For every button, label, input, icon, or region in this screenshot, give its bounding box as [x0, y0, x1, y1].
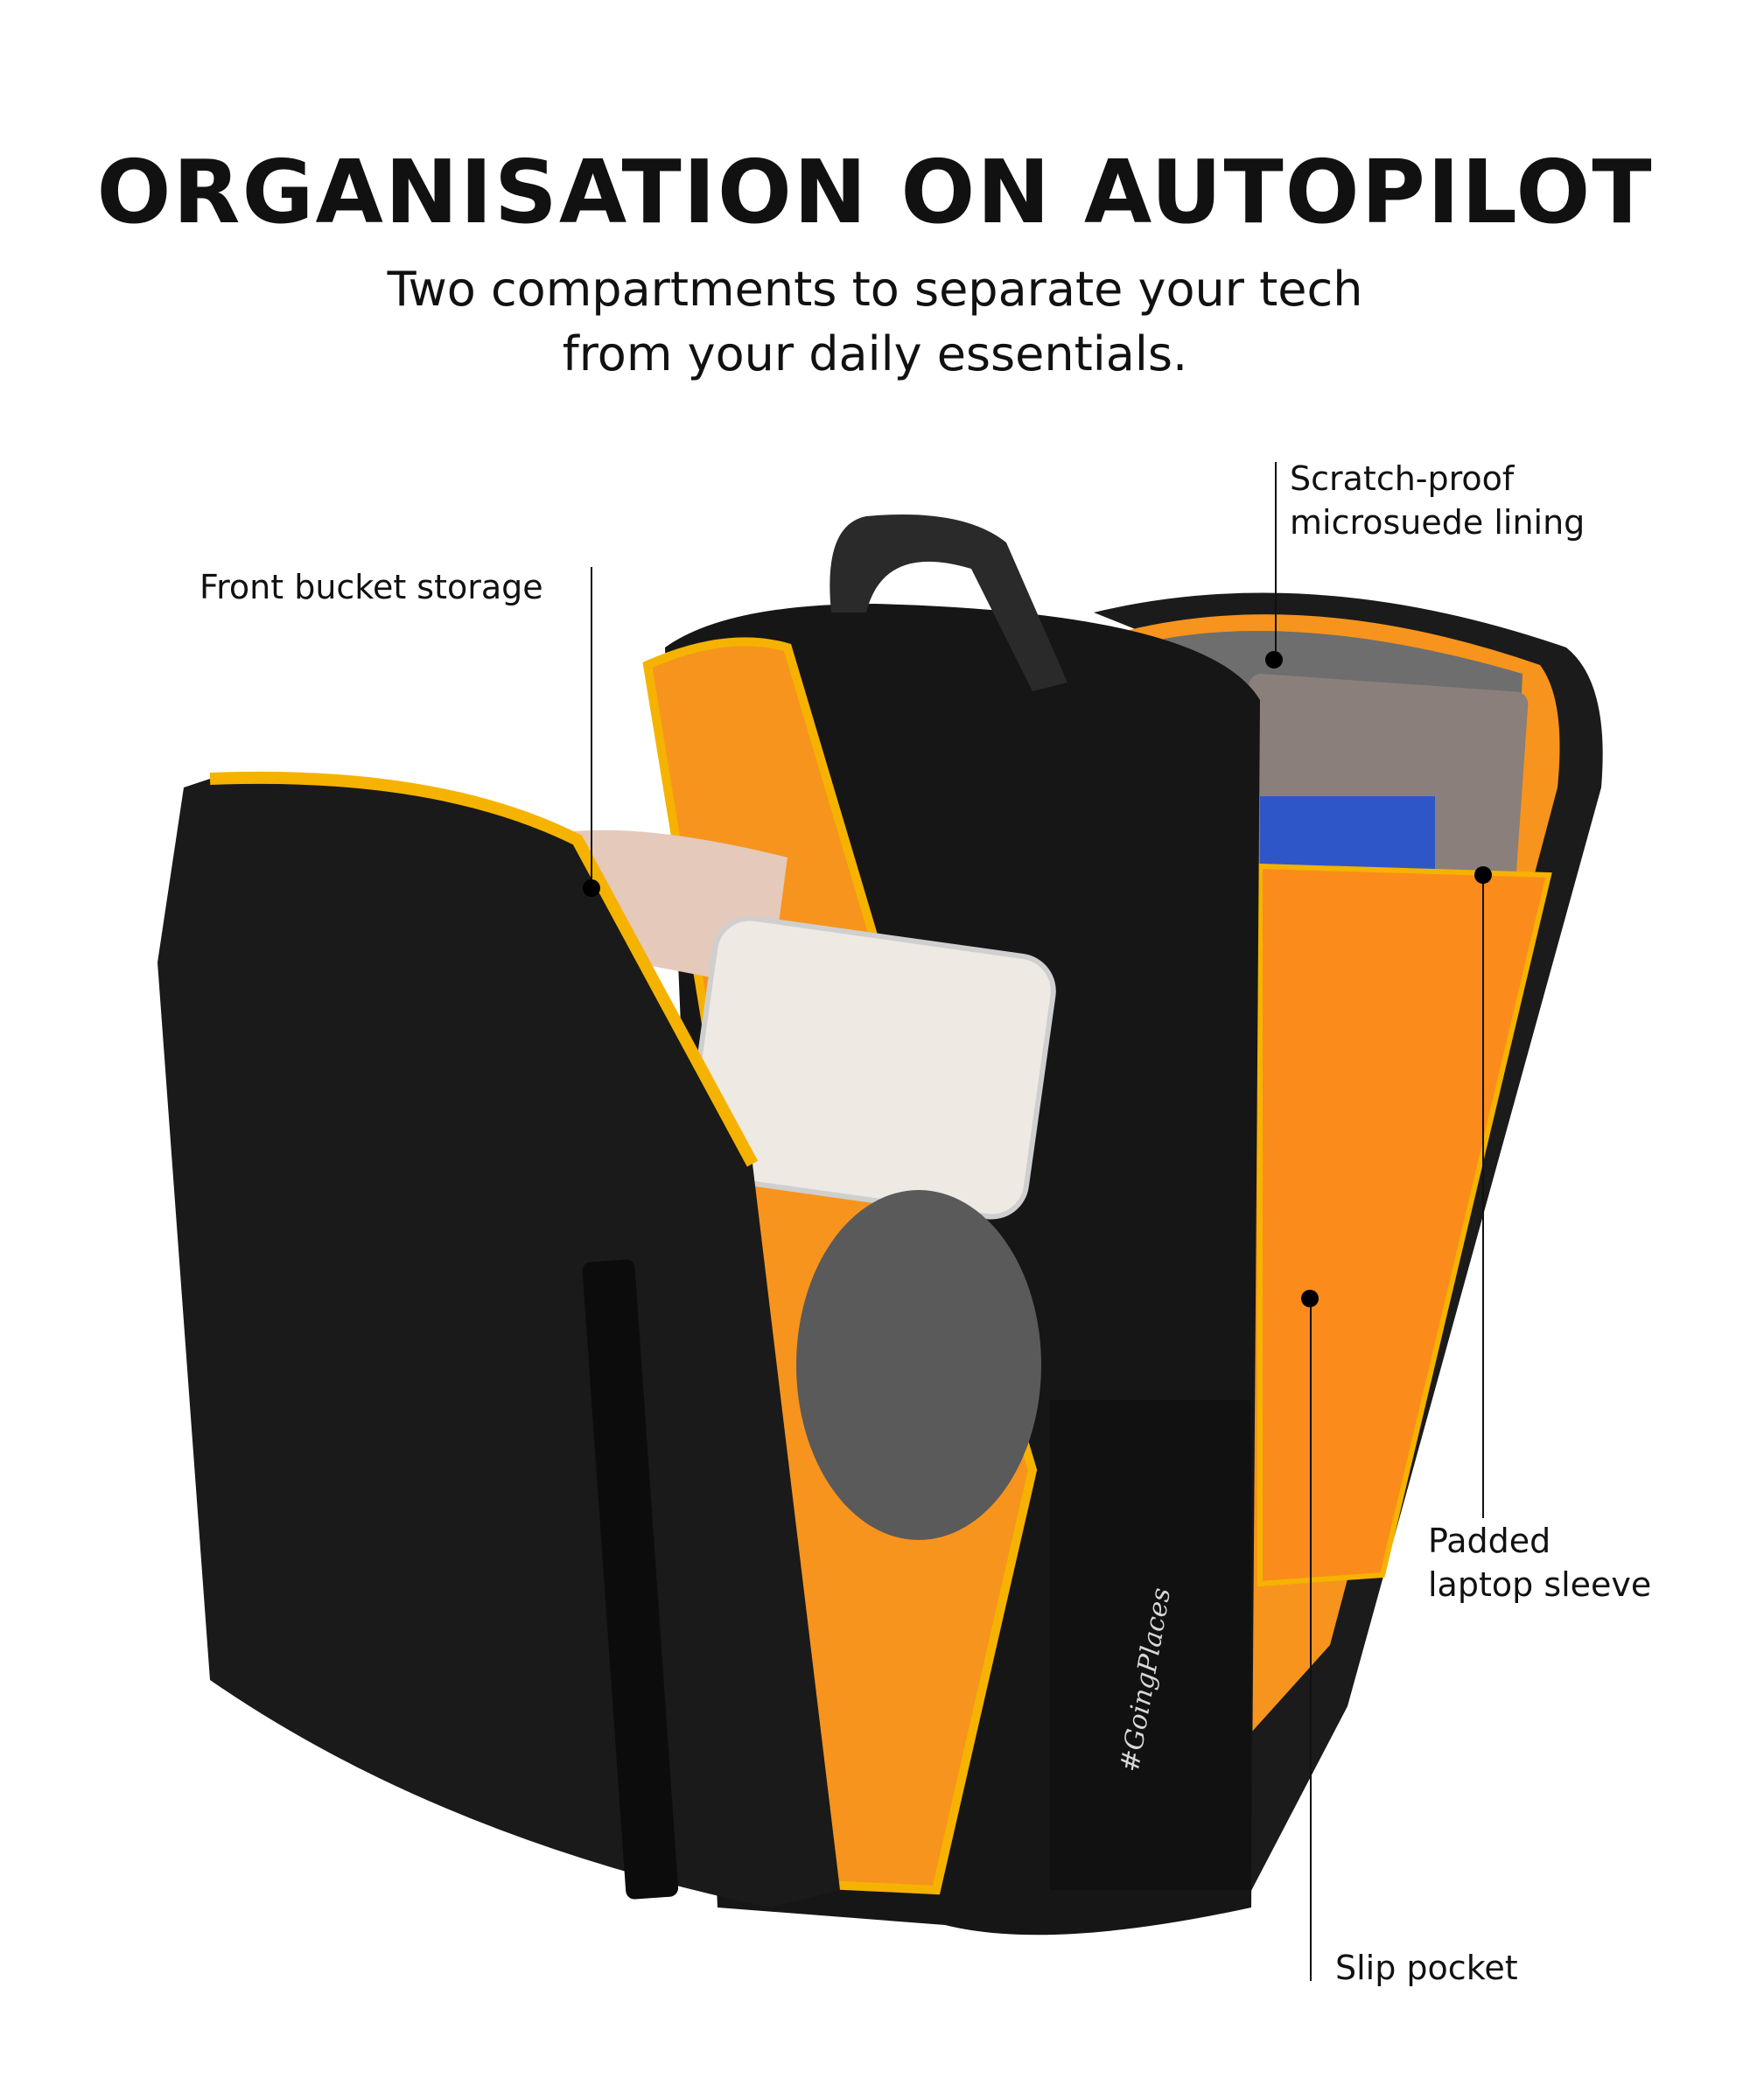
front-panel	[158, 777, 840, 1908]
callout-dot	[1474, 866, 1492, 884]
callout-dot	[1265, 651, 1283, 668]
callout-leader-line	[1482, 875, 1484, 1518]
callout-leader-line	[1310, 1298, 1312, 1981]
speaker	[796, 1190, 1041, 1540]
callout-leader-line	[1275, 462, 1277, 660]
food-container	[685, 915, 1056, 1220]
subtitle-line-2: from your daily essentials.	[562, 326, 1188, 382]
callout-front-bucket-storage: Front bucket storage	[200, 568, 543, 606]
front-panel-strap	[582, 1259, 679, 1900]
subtitle-line-1: Two compartments to separate your tech	[387, 262, 1363, 317]
callout-dot	[1301, 1290, 1319, 1307]
laptop-sleeve	[1257, 863, 1552, 1587]
slip-pocket-front	[1050, 1400, 1251, 1890]
callout-sleeve-line-2: laptop sleeve	[1428, 1565, 1652, 1604]
handle	[830, 514, 1068, 691]
callout-lining-line-2: microsuede lining	[1290, 503, 1586, 542]
callout-slip-pocket: Slip pocket	[1335, 1949, 1518, 1987]
callout-leader-line	[591, 567, 592, 888]
page-title: ORGANISATION ON AUTOPILOT	[96, 141, 1654, 243]
callout-lining-line-1: Scratch-proof	[1290, 459, 1515, 498]
callout-sleeve-line-1: Padded	[1428, 1522, 1551, 1560]
front-panel-trim	[209, 771, 759, 1167]
callout-dot	[583, 879, 600, 897]
